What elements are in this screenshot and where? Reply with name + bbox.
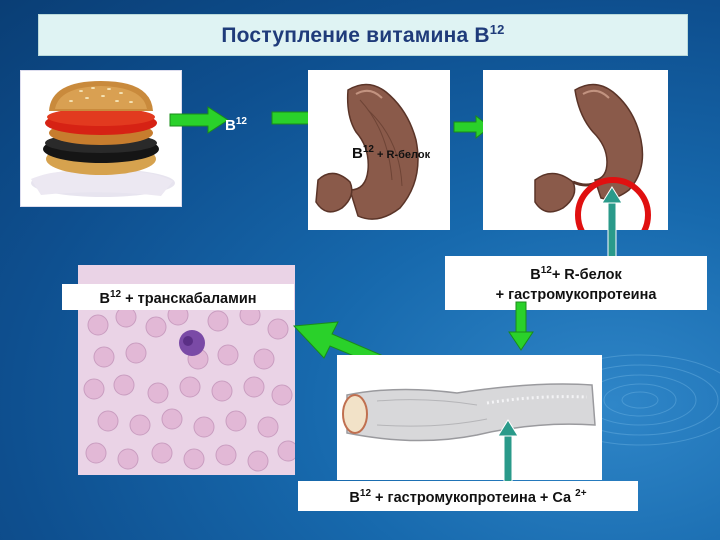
stomach-image-2	[483, 70, 668, 230]
b12-label: В12	[225, 116, 247, 134]
b12-transcobalamin-label: В12 + транскабаламин	[62, 284, 294, 310]
title-bar: Поступление витамина В12	[38, 14, 688, 56]
intestine-image	[337, 355, 602, 480]
burger-image	[20, 70, 182, 207]
slide-title: Поступление витамина В12	[221, 22, 505, 47]
arrow-up-to-stomach	[601, 186, 623, 257]
stomach-illustration-2	[534, 83, 651, 230]
intestine-illustration	[337, 355, 602, 480]
arrow-up-to-intestine	[497, 419, 519, 482]
b12-r-gastro-label: В12+ R-белок + гастромукопротеина	[445, 256, 707, 310]
stomach-image-1	[308, 70, 450, 230]
b12-gastro-ca-label: В12 + гастромукопротеина + Са 2+	[298, 481, 638, 511]
burger-illustration	[21, 71, 181, 206]
arrow-food-to-b12	[169, 106, 229, 134]
stomach-illustration-1	[315, 83, 419, 220]
arrow-down-to-intestine	[508, 301, 534, 351]
blood-smear-illustration	[78, 265, 295, 475]
b12-r-protein-label: В12 + R-белок	[352, 144, 431, 162]
highlight-circle	[575, 177, 651, 230]
